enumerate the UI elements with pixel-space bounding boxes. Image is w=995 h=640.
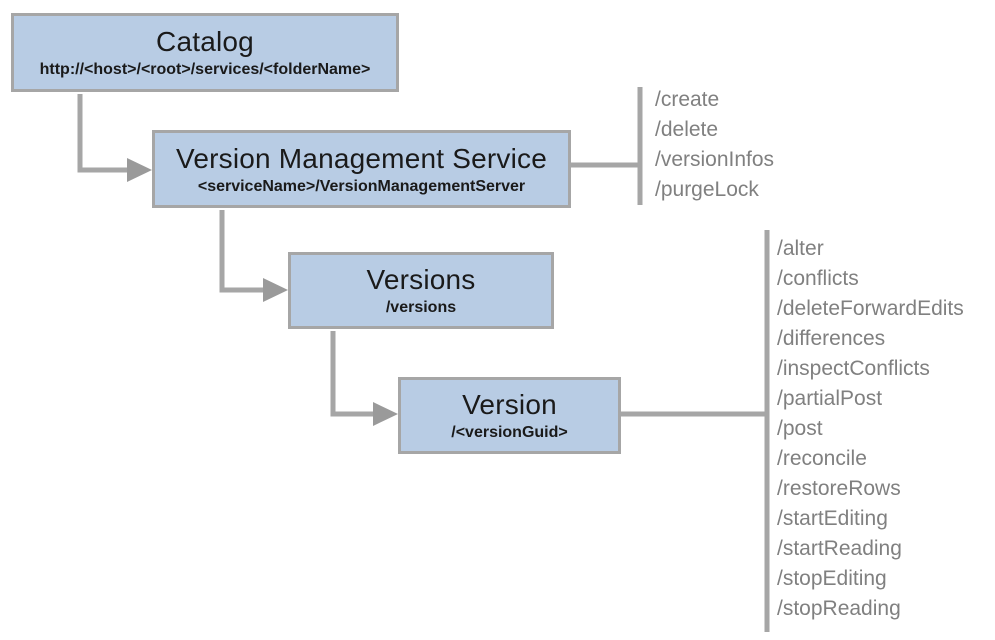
node-versions-title: Versions [366,264,476,295]
operation-item: /partialPost [777,387,883,410]
operation-item: /alter [777,237,824,260]
operations-list-version-management-service: /create /delete /versionInfos /purgeLock [655,85,774,205]
node-vms-url-pattern: <serviceName>/VersionManagementServer [197,177,526,195]
node-catalog-url-pattern: http://<host>/<root>/services/<folderNam… [39,61,371,78]
operation-item: /deleteForwardEdits [777,297,964,320]
node-catalog-title: Catalog [156,26,254,57]
operation-item: /conflicts [777,267,859,290]
operation-item: /delete [655,118,719,141]
operation-item: /create [655,88,720,111]
node-version-management-service: Version Management Service <serviceName>… [152,130,571,208]
arrowhead-to-version [373,402,398,426]
operation-item: /startEditing [777,507,888,530]
operations-list-version: /alter /conflicts /deleteForwardEdits /d… [777,234,964,624]
arrowhead-to-vms [127,158,152,182]
node-version-url-pattern: /<versionGuid> [451,424,568,441]
arrowhead-to-versions [263,278,288,302]
node-vms-title: Version Management Service [176,142,547,174]
connector-vms-to-versions [219,210,264,293]
operation-item: /differences [777,327,886,350]
operation-item: /post [777,417,823,440]
node-version-title: Version [462,389,557,420]
node-versions: Versions /versions [288,252,554,329]
operation-item: /stopReading [777,597,901,620]
operation-item: /inspectConflicts [777,357,930,380]
node-version: Version /<versionGuid> [398,377,621,454]
operation-item: /restoreRows [777,477,901,500]
operation-item: /reconcile [777,447,867,470]
operation-item: /versionInfos [655,148,775,171]
node-versions-url-pattern: /versions [385,299,457,316]
node-catalog: Catalog http://<host>/<root>/services/<f… [11,13,399,92]
operation-item: /startReading [777,537,902,560]
connector-catalog-to-vms [77,94,128,173]
operation-item: /stopEditing [777,567,887,590]
operation-item: /purgeLock [655,178,759,201]
connector-versions-to-version [330,331,374,417]
